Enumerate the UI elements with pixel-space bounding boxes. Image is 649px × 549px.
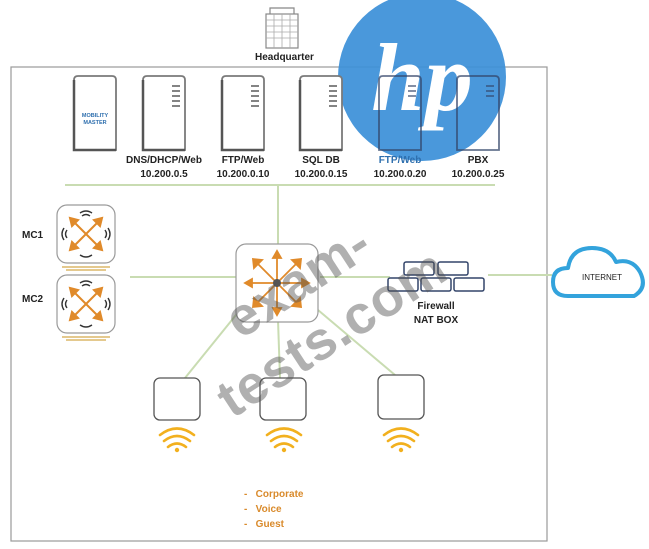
server-tag-line2: MASTER: [83, 120, 106, 126]
server-name: DNS/DHCP/Web: [126, 155, 202, 166]
server-sql: [298, 75, 343, 152]
core-switch-icon: [235, 243, 319, 323]
server-mobility-master: MOBILITY MASTER: [72, 75, 117, 152]
bullet-dash: -: [244, 504, 256, 515]
hp-logo-text: hp: [371, 24, 472, 131]
wifi-icon: [265, 427, 303, 453]
ssid-item: - Corporate: [244, 489, 303, 500]
bullet-dash: -: [244, 489, 256, 500]
server-row: MOBILITY MASTER: [72, 75, 500, 152]
server-ip: 10.200.0.15: [295, 169, 348, 180]
wifi-icon: [158, 427, 196, 453]
hq-frame: [10, 66, 548, 542]
access-point-1: [153, 377, 201, 421]
mc2-label: MC2: [22, 294, 44, 305]
access-point-2: [259, 377, 307, 421]
server-ip: 10.200.0.10: [217, 169, 270, 180]
wifi-icon: [382, 427, 420, 453]
mc1-label: MC1: [22, 230, 44, 241]
ssid-item: - Voice: [244, 504, 282, 515]
nat-box-label: NAT BOX: [414, 315, 459, 326]
ssid-label: Voice: [255, 504, 282, 515]
firewall-icon: [387, 261, 485, 292]
server-name: SQL DB: [302, 155, 340, 166]
ssid-label: Guest: [255, 519, 285, 530]
server-ip: 10.200.0.5: [140, 169, 188, 180]
hp-logo: hp: [338, 0, 506, 161]
access-point-3: [377, 374, 425, 420]
hq-label: Headquarter: [255, 52, 314, 63]
server-name: PBX: [468, 155, 489, 166]
cloud-icon: [551, 246, 645, 298]
server-ftp-1: [220, 75, 265, 152]
server-name: FTP/Web: [379, 155, 422, 166]
controller-mc2: [56, 274, 116, 341]
ssid-label: Corporate: [255, 489, 304, 500]
server-labels: DNS/DHCP/Web 10.200.0.5 FTP/Web 10.200.0…: [126, 155, 505, 180]
bullet-dash: -: [244, 519, 256, 530]
building-icon: [265, 7, 299, 49]
server-ftp-2: [378, 75, 422, 151]
connection-lines: [65, 184, 552, 379]
server-tag-line1: MOBILITY: [82, 113, 109, 119]
server-ip: 10.200.0.25: [452, 169, 505, 180]
internet-label: INTERNET: [582, 273, 622, 282]
firewall-label: Firewall: [417, 301, 454, 312]
ssid-item: - Guest: [244, 519, 284, 530]
server-dns: [141, 75, 186, 152]
server-ip: 10.200.0.20: [374, 169, 427, 180]
controller-mc1: [56, 204, 116, 271]
server-pbx: [456, 75, 500, 151]
server-name: FTP/Web: [222, 155, 265, 166]
